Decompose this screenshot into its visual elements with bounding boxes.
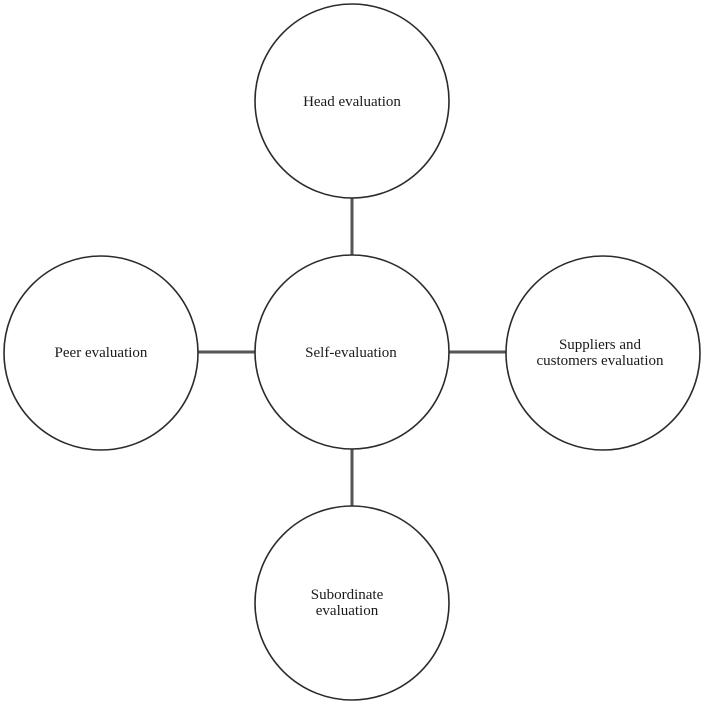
node-suppliers-customers-evaluation: Suppliers and customers evaluation [505, 255, 701, 451]
node-head-evaluation: Head evaluation [254, 3, 450, 199]
node-peer-evaluation-label: Peer evaluation [55, 345, 148, 361]
node-self-evaluation: Self-evaluation [254, 254, 450, 450]
node-peer-evaluation: Peer evaluation [3, 255, 199, 451]
node-suppliers-customers-evaluation-label-line1: Suppliers and [559, 337, 642, 353]
node-suppliers-customers-evaluation-label-line2: customers evaluation [536, 353, 664, 369]
node-subordinate-evaluation-label-line2: evaluation [316, 603, 379, 619]
node-head-evaluation-circle [254, 3, 450, 199]
node-head-evaluation-label: Head evaluation [303, 94, 401, 110]
node-subordinate-evaluation: Subordinate evaluation [254, 505, 450, 701]
node-self-evaluation-circle [254, 254, 450, 450]
node-peer-evaluation-circle [3, 255, 199, 451]
node-suppliers-customers-evaluation-circle [505, 255, 701, 451]
node-subordinate-evaluation-label-line1: Subordinate [311, 587, 384, 603]
node-self-evaluation-label: Self-evaluation [305, 345, 397, 361]
node-subordinate-evaluation-circle [254, 505, 450, 701]
